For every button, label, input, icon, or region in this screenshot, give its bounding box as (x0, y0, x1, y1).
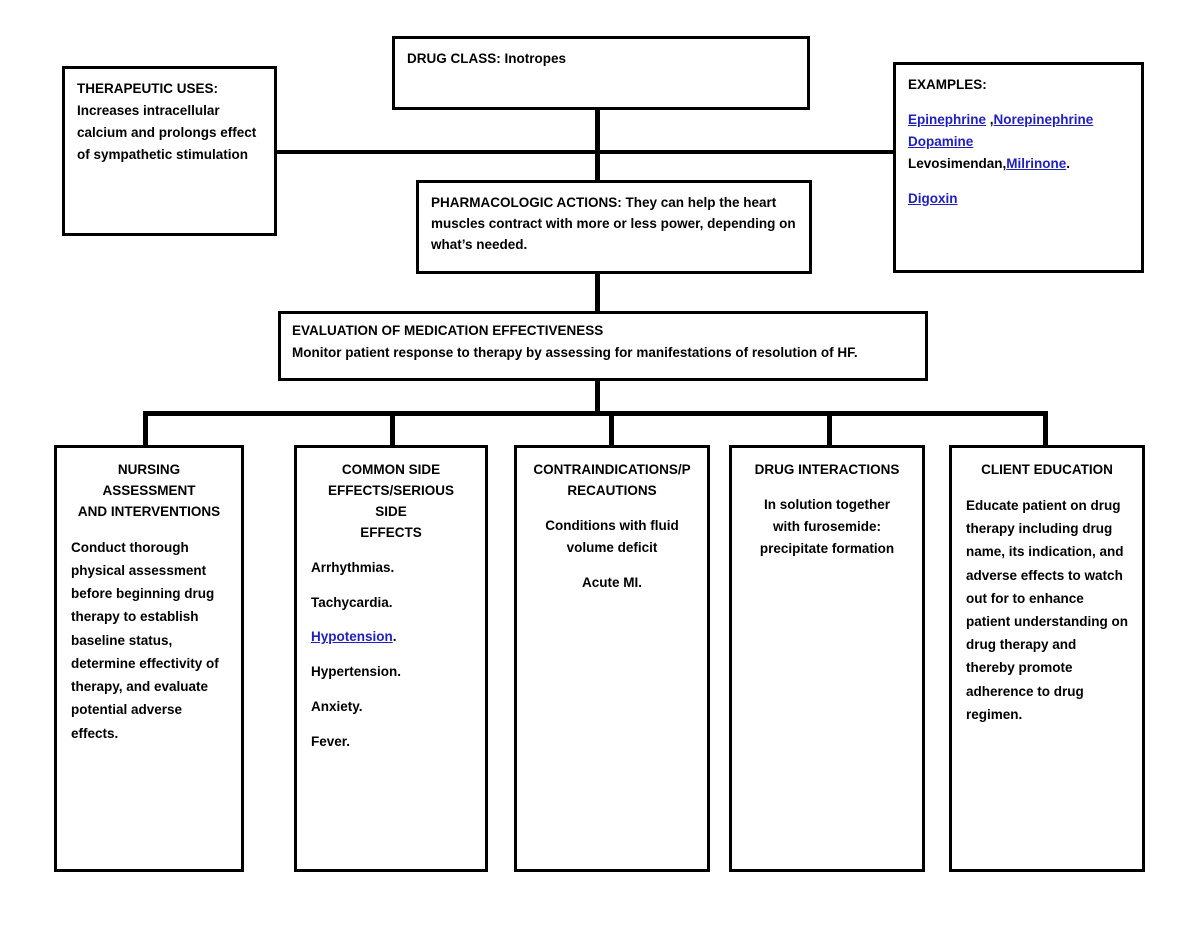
contraindications-spacer (527, 502, 697, 515)
examples-second-line: Levosimendan,Milrinone. (908, 153, 1129, 175)
side-effects-box: COMMON SIDE EFFECTS/SERIOUS SIDE EFFECTS… (294, 445, 488, 872)
evaluation-heading: EVALUATION OF MEDICATION EFFECTIVENESS (292, 323, 604, 338)
drug-class-title: DRUG CLASS: Inotropes (407, 51, 567, 66)
therapeutic-uses-box: THERAPEUTIC USES: Increases intracellula… (62, 66, 277, 236)
connector-evaluation-down (595, 381, 600, 415)
therapeutic-uses-line-1: Increases intracellular (77, 102, 220, 118)
side-effects-spacer (311, 544, 471, 557)
side-effects-gap-3 (311, 648, 471, 661)
connector-down-to-pharmacologic (595, 152, 600, 182)
examples-heading: EXAMPLES: (908, 77, 987, 92)
therapeutic-uses-heading: THERAPEUTIC USES: (77, 81, 219, 96)
side-effect-item-anxiety: Anxiety. (311, 699, 363, 715)
contraindications-gap (527, 559, 697, 572)
nursing-assessment-box: NURSING ASSESSMENT AND INTERVENTIONS Con… (54, 445, 244, 872)
link-dopamine[interactable]: Dopamine (908, 133, 974, 149)
link-hypotension[interactable]: Hypotension (311, 629, 393, 645)
side-effect-item-arrhythmias: Arrhythmias. (311, 559, 395, 575)
examples-drug-list: Epinephrine ,Norepinephrine Dopamine (908, 109, 1129, 153)
link-milrinone[interactable]: Milrinone (1006, 155, 1067, 171)
client-education-body: Educate patient on drug therapy includin… (966, 497, 1128, 722)
interactions-title: DRUG INTERACTIONS (754, 462, 900, 477)
connector-drugclass-down (595, 110, 600, 155)
connector-drop-client-education (1043, 413, 1048, 446)
nursing-body: Conduct thorough physical assessment bef… (71, 539, 219, 741)
pharmacologic-actions-box: PHARMACOLOGIC ACTIONS: They can help the… (416, 180, 812, 274)
contraindications-body-line-1: Conditions with fluid (545, 517, 679, 533)
side-effects-title-line-2: EFFECTS/SERIOUS SIDE (327, 482, 454, 519)
connector-pharmacologic-to-evaluation (595, 274, 600, 313)
side-effect-item-hypotension: Hypotension. (311, 626, 471, 648)
side-effects-gap-5 (311, 718, 471, 731)
side-effect-item-tachycardia: Tachycardia. (311, 594, 393, 610)
interactions-spacer (742, 481, 912, 494)
drug-class-box: DRUG CLASS: Inotropes (392, 36, 810, 110)
connector-bottom-bus (143, 411, 1048, 416)
side-effects-gap-1 (311, 579, 471, 592)
therapeutic-uses-line-2: calcium and prolongs effect (77, 124, 257, 140)
interactions-body-line-3: precipitate formation (759, 540, 895, 556)
client-education-spacer (966, 481, 1128, 494)
connector-drop-interactions (827, 413, 832, 446)
link-norepinephrine[interactable]: Norepinephrine (993, 111, 1094, 127)
evaluation-body: Monitor patient response to therapy by a… (292, 344, 858, 360)
contraindications-box: CONTRAINDICATIONS/P RECAUTIONS Condition… (514, 445, 710, 872)
side-effects-gap-4 (311, 683, 471, 696)
examples-spacer-2 (908, 175, 1129, 188)
side-effect-item-fever: Fever. (311, 733, 351, 749)
drug-interactions-box: DRUG INTERACTIONS In solution together w… (729, 445, 925, 872)
connector-horizontal-main (275, 150, 895, 154)
nursing-spacer (71, 523, 227, 536)
examples-period: . (1066, 155, 1071, 171)
nursing-title-line-1: NURSING ASSESSMENT (102, 462, 196, 498)
side-effects-title-line-3: EFFECTS (360, 524, 422, 540)
side-effects-title-line-1: COMMON SIDE (341, 462, 441, 477)
hypotension-period: . (392, 629, 397, 645)
side-effect-item-hypertension: Hypertension. (311, 664, 402, 680)
link-digoxin[interactable]: Digoxin (908, 190, 958, 206)
contraindications-body-line-2: volume deficit (566, 539, 658, 555)
connector-drop-nursing (143, 413, 148, 446)
link-epinephrine[interactable]: Epinephrine (908, 111, 987, 127)
client-education-box: CLIENT EDUCATION Educate patient on drug… (949, 445, 1145, 872)
contraindications-body-line-3: Acute MI. (581, 574, 642, 590)
contraindications-title-line-1: CONTRAINDICATIONS/P (533, 462, 691, 477)
examples-third-line: Digoxin (908, 188, 1129, 210)
interactions-body-line-1: In solution together (764, 496, 890, 512)
evaluation-box: EVALUATION OF MEDICATION EFFECTIVENESS M… (278, 311, 928, 381)
client-education-title: CLIENT EDUCATION (981, 462, 1113, 477)
contraindications-title-line-2: RECAUTIONS (567, 482, 657, 498)
connector-drop-side-effects (390, 413, 395, 446)
nursing-title-line-2: AND INTERVENTIONS (77, 503, 221, 519)
examples-separator-1: , (986, 111, 994, 127)
examples-spacer (908, 96, 1129, 109)
side-effects-gap-2 (311, 613, 471, 626)
pharmacologic-actions-text: PHARMACOLOGIC ACTIONS: They can help the… (431, 195, 796, 252)
interactions-body-line-2: with furosemide: (772, 518, 881, 534)
examples-levosimendan: Levosimendan, (908, 155, 1007, 171)
connector-drop-contraindications (609, 413, 614, 446)
therapeutic-uses-line-3: of sympathetic stimulation (77, 146, 249, 162)
examples-box: EXAMPLES: Epinephrine ,Norepinephrine Do… (893, 62, 1144, 273)
